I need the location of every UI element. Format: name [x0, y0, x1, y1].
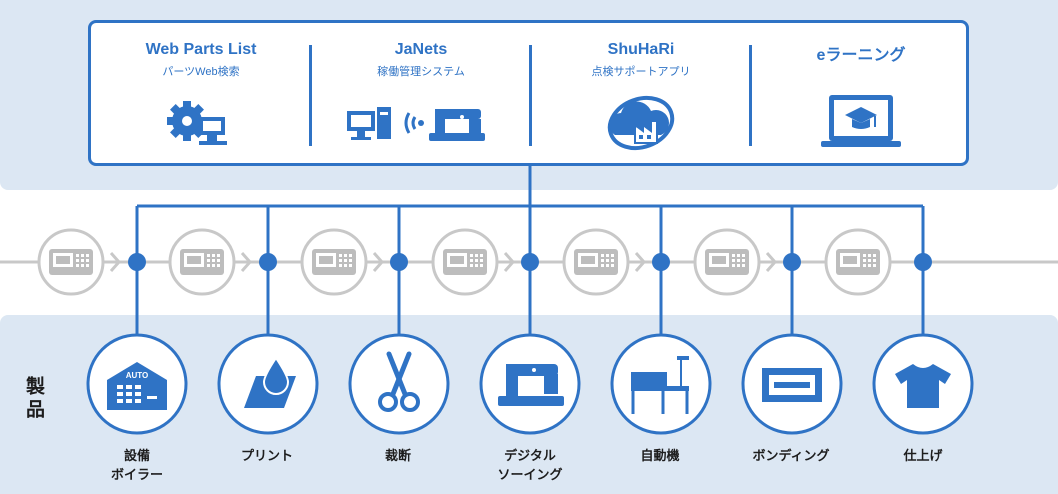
product-label-automatic: 自動機	[595, 446, 725, 465]
product-label-line1: デジタル	[504, 448, 556, 463]
product-label-line1: 設備	[123, 448, 150, 463]
cloud-factory-icon	[607, 95, 675, 151]
product-label-print: プリント	[202, 446, 332, 465]
controller-node-icon	[300, 228, 368, 296]
service-web-parts-list[interactable]: Web Parts List パーツWeb検索	[91, 23, 311, 145]
product-label-line2: ボイラー	[110, 467, 163, 482]
product-label-line1: 自動機	[640, 448, 680, 463]
chevron-right-icon	[765, 252, 778, 272]
chevron-right-icon	[634, 252, 647, 272]
service-subtitle: パーツWeb検索	[162, 66, 240, 78]
bonding-icon[interactable]	[741, 333, 843, 435]
controller-node-icon	[824, 228, 892, 296]
automatic-machine-icon[interactable]	[610, 333, 712, 435]
service-title: JaNets	[394, 41, 448, 58]
chevron-right-icon	[240, 252, 253, 272]
divider	[749, 45, 752, 146]
auto-badge-text: AUTO	[126, 371, 149, 380]
product-label-bonding: ボンディング	[726, 446, 856, 465]
controller-node-icon	[693, 228, 761, 296]
laptop-graduation-cap-icon	[821, 95, 901, 147]
tshirt-icon[interactable]	[872, 333, 974, 435]
service-subtitle: 稼働管理システム	[377, 66, 465, 78]
connector-dot	[783, 253, 801, 271]
product-label-cutting: 裁断	[333, 446, 463, 465]
service-title: eラーニング	[816, 47, 906, 64]
connector-dot	[259, 253, 277, 271]
controller-node-icon	[37, 228, 105, 296]
service-shuhari[interactable]: ShuHaRi 点検サポートアプリ	[531, 23, 751, 151]
product-label-line1: 仕上げ	[903, 448, 943, 463]
services-box: Web Parts List パーツWeb検索 JaNe	[88, 20, 969, 166]
product-label-line1: ボンディング	[752, 448, 830, 463]
service-elearning[interactable]: eラーニング	[751, 23, 971, 147]
service-janets[interactable]: JaNets 稼働管理システム	[311, 23, 531, 141]
controller-node-icon	[168, 228, 236, 296]
connector-dot	[521, 253, 539, 271]
print-drop-icon[interactable]	[217, 333, 319, 435]
connector-dot	[128, 253, 146, 271]
product-label-line2: ソーイング	[497, 467, 563, 482]
product-label-line1: 裁断	[384, 448, 411, 463]
pc-wireless-sewing-machine-icon	[347, 107, 485, 141]
product-label-boiler: 設備 ボイラー	[72, 446, 202, 484]
product-label-finishing: 仕上げ	[858, 446, 988, 465]
service-title: Web Parts List	[145, 41, 257, 58]
connector-dot	[652, 253, 670, 271]
scissors-icon[interactable]	[348, 333, 450, 435]
sewing-machine-icon[interactable]	[479, 333, 581, 435]
gear-monitor-icon	[167, 101, 227, 145]
chevron-right-icon	[109, 252, 122, 272]
product-label-sewing: デジタル ソーイング	[465, 446, 595, 484]
service-title: ShuHaRi	[607, 41, 675, 58]
connector-dot	[390, 253, 408, 271]
service-subtitle	[751, 63, 971, 77]
controller-node-icon	[431, 228, 499, 296]
auto-boiler-icon[interactable]: AUTO	[86, 333, 188, 435]
connector-dot	[914, 253, 932, 271]
chevron-right-icon	[372, 252, 385, 272]
service-subtitle: 点検サポートアプリ	[591, 66, 691, 78]
products-label: 製品	[23, 376, 44, 422]
divider	[309, 45, 312, 146]
product-label-line1: プリント	[240, 448, 293, 463]
divider	[529, 45, 532, 146]
controller-node-icon	[562, 228, 630, 296]
chevron-right-icon	[503, 252, 516, 272]
